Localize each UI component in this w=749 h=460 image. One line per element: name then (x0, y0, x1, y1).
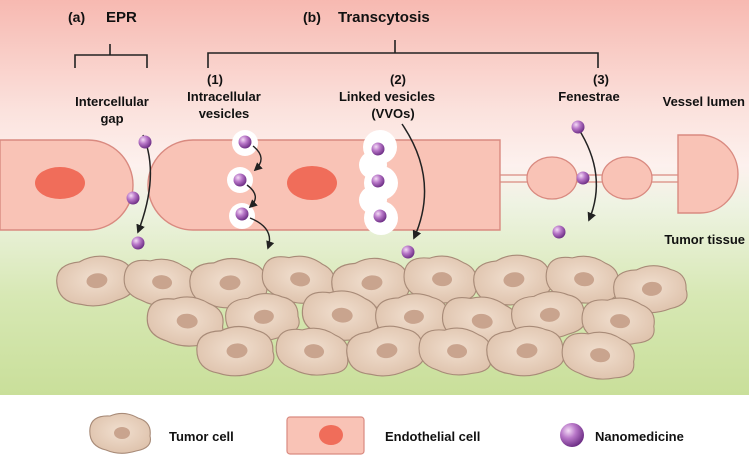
vessel-lumen-label: Vessel lumen (663, 94, 745, 109)
route1-label-1: Intracellular (187, 89, 261, 104)
arrow-vesicle-1 (252, 145, 263, 172)
tumor-cell (56, 255, 135, 307)
arrow-vesicle-3 (249, 217, 275, 250)
nanoparticle (571, 120, 585, 134)
route1-number: (1) (207, 72, 223, 87)
legend-endothelial-label: Endothelial cell (385, 429, 480, 444)
transcytosis-letter: (b) (303, 9, 321, 25)
legend-tumor-cell-label: Tumor cell (169, 429, 234, 444)
arrow-vvo (401, 123, 426, 240)
tumor-cell (146, 296, 224, 347)
nanoparticle (401, 245, 415, 259)
intercellular-gap-label-2: gap (100, 111, 123, 126)
endothelial-cell-right (677, 134, 739, 214)
route2-label-1: Linked vesicles (339, 89, 435, 104)
tumor-cell (301, 290, 379, 341)
epr-title: EPR (106, 9, 137, 26)
route1-label-2: vesicles (199, 106, 250, 121)
endothelial-nucleus-center (287, 166, 337, 200)
nanoparticle (138, 135, 152, 149)
linked-vesicles (359, 130, 398, 235)
epr-letter: (a) (68, 9, 85, 25)
tumor-cell (418, 327, 492, 376)
fenestra-cell-left (526, 156, 578, 200)
tumor-cell (261, 255, 335, 304)
nanoparticle (373, 209, 387, 223)
tumor-tissue-label: Tumor tissue (664, 232, 745, 247)
fenestra-cell-right (601, 156, 653, 200)
nanoparticle (371, 142, 385, 156)
legend: Tumor cell Endothelial cell Nanomedicine (89, 412, 684, 455)
tumor-cell (561, 331, 635, 380)
transcytosis-bracket (207, 40, 599, 68)
legend-endothelial-nucleus (319, 425, 343, 445)
legend-nanomedicine-icon (560, 423, 584, 447)
tumor-cell (196, 325, 275, 377)
epr-bracket (74, 44, 148, 68)
legend-tumor-cell-icon (89, 412, 151, 454)
nanoparticle (233, 173, 247, 187)
tumor-cell (473, 254, 552, 306)
nanoparticle (131, 236, 145, 250)
nanoparticle (552, 225, 566, 239)
nanoparticle (235, 207, 249, 221)
route3-label-1: Fenestrae (558, 89, 619, 104)
arrow-vesicle-2 (246, 184, 258, 209)
arrow-fenestra (577, 127, 598, 222)
route2-number: (2) (390, 72, 406, 87)
tumor-cell (486, 325, 565, 377)
nanoparticle (371, 174, 385, 188)
endothelial-nucleus-left (35, 167, 85, 199)
nanoparticle (576, 171, 590, 185)
intercellular-gap-label-1: Intercellular (75, 94, 149, 109)
nanoparticle (126, 191, 140, 205)
tumor-cells (56, 254, 688, 380)
route3-number: (3) (593, 72, 609, 87)
legend-nanomedicine-label: Nanomedicine (595, 429, 684, 444)
transcytosis-title: Transcytosis (338, 9, 430, 26)
nanoparticle (238, 135, 252, 149)
route2-label-2: (VVOs) (371, 106, 414, 121)
